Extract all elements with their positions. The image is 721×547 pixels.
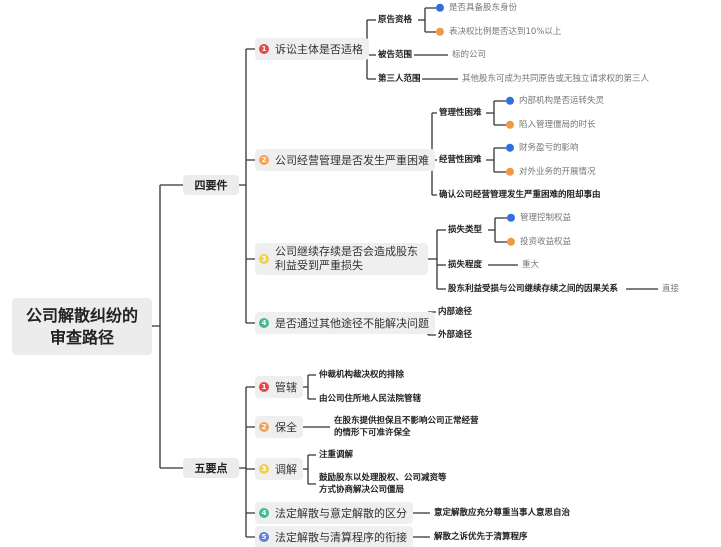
root-title-line1: 公司解散纠纷的	[25, 305, 138, 325]
blue-dot-icon	[506, 97, 514, 105]
leaf[interactable]: 其他股东可成为共同原告或无独立请求权的第三人	[462, 73, 650, 84]
blue-dot-icon	[436, 4, 444, 12]
number-5-icon: 5	[259, 532, 269, 542]
leaf-text: 对外业务的开展情况	[519, 166, 596, 177]
number-3-icon: 3	[259, 254, 269, 264]
five-item-2[interactable]: 2 保全	[255, 416, 303, 438]
defendant-scope[interactable]: 被告范围	[378, 49, 413, 60]
number-3-icon: 3	[259, 464, 269, 474]
four-item-2[interactable]: 2 公司经营管理是否发生严重困难	[255, 149, 435, 171]
causal-relationship[interactable]: 股东利益受损与公司继续存续之间的因果关系	[448, 283, 619, 294]
leaf[interactable]: 对外业务的开展情况	[506, 168, 596, 177]
leaf[interactable]: 直接	[662, 283, 680, 294]
number-2-icon: 2	[259, 155, 269, 165]
leaf[interactable]: 解散之诉优先于清算程序	[434, 532, 528, 542]
five-item-2-label: 保全	[275, 420, 297, 434]
orange-dot-icon	[507, 238, 515, 246]
third-party-scope[interactable]: 第三人范围	[378, 73, 421, 84]
management-difficulty[interactable]: 管理性困难	[439, 107, 482, 118]
leaf-text: 是否具备股东身份	[449, 2, 518, 13]
five-item-5-label: 法定解散与清算程序的衔接	[275, 530, 407, 544]
orange-dot-icon	[506, 121, 514, 129]
five-item-5[interactable]: 5 法定解散与清算程序的衔接	[255, 526, 413, 547]
four-item-4[interactable]: 4 是否通过其他途径不能解决问题	[255, 312, 435, 334]
five-item-4[interactable]: 4 法定解散与意定解散的区分	[255, 502, 413, 524]
leaf[interactable]: 是否具备股东身份	[436, 4, 517, 13]
operational-difficulty[interactable]: 经营性困难	[439, 154, 482, 165]
leaf[interactable]: 重大	[522, 259, 540, 270]
five-item-3[interactable]: 3 调解	[255, 458, 303, 480]
leaf-text: 内部机构是否运转失灵	[519, 95, 605, 106]
four-item-1[interactable]: 1 诉讼主体是否适格	[255, 38, 369, 60]
root-title-line2: 审查路径	[49, 327, 114, 347]
loss-degree[interactable]: 损失程度	[448, 259, 483, 270]
five-item-3-label: 调解	[275, 462, 297, 476]
leaf[interactable]: 意定解散应充分尊重当事人意思自治	[434, 508, 571, 518]
five-item-1-label: 管辖	[275, 380, 297, 394]
number-4-icon: 4	[259, 508, 269, 518]
external-route[interactable]: 外部途径	[438, 329, 473, 340]
four-item-1-label: 诉讼主体是否适格	[275, 42, 363, 56]
leaf[interactable]: 仲裁机构裁决权的排除	[319, 370, 405, 380]
four-item-2-label: 公司经营管理是否发生严重困难	[275, 153, 429, 167]
number-2-icon: 2	[259, 422, 269, 432]
orange-dot-icon	[506, 168, 514, 176]
leaf-text: 财务盈亏的影响	[519, 142, 579, 153]
leaf[interactable]: 表决权比例是否达到10%以上	[436, 28, 561, 37]
blue-dot-icon	[506, 144, 514, 152]
leaf[interactable]: 投资收益权益	[507, 238, 571, 247]
leaf-text: 投资收益权益	[520, 236, 572, 247]
leaf[interactable]: 陷入管理僵局的时长	[506, 121, 596, 130]
leaf-text: 表决权比例是否达到10%以上	[449, 26, 562, 37]
leaf[interactable]: 在股东提供担保且不影响公司正常经营的情形下可准许保全	[334, 416, 479, 438]
number-1-icon: 1	[259, 382, 269, 392]
blue-dot-icon	[507, 214, 515, 222]
number-1-icon: 1	[259, 44, 269, 54]
obstruction-reasons[interactable]: 确认公司经营管理发生严重困难的阻却事由	[439, 189, 601, 200]
internal-route[interactable]: 内部途径	[438, 306, 473, 317]
four-item-3[interactable]: 3 公司继续存续是否会造成股东利益受到严重损失	[255, 243, 428, 275]
leaf[interactable]: 由公司住所地人民法院管辖	[319, 394, 422, 404]
four-item-4-label: 是否通过其他途径不能解决问题	[275, 316, 429, 330]
leaf-text: 陷入管理僵局的时长	[519, 119, 596, 130]
leaf[interactable]: 注重调解	[319, 450, 354, 460]
plaintiff-qualification[interactable]: 原告资格	[378, 14, 413, 25]
root-node[interactable]: 公司解散纠纷的审查路径	[12, 298, 152, 355]
five-item-1[interactable]: 1 管辖	[255, 376, 303, 398]
leaf[interactable]: 内部机构是否运转失灵	[506, 97, 604, 106]
leaf-text: 管理控制权益	[520, 212, 572, 223]
loss-type[interactable]: 损失类型	[448, 224, 483, 235]
leaf[interactable]: 管理控制权益	[507, 214, 571, 223]
leaf[interactable]: 标的公司	[452, 49, 487, 60]
number-4-icon: 4	[259, 318, 269, 328]
four-elements-node[interactable]: 四要件	[183, 175, 239, 195]
five-item-4-label: 法定解散与意定解散的区分	[275, 506, 407, 520]
five-points-node[interactable]: 五要点	[183, 458, 239, 478]
leaf[interactable]: 财务盈亏的影响	[506, 144, 579, 153]
four-item-3-label: 公司继续存续是否会造成股东利益受到严重损失	[275, 245, 418, 272]
orange-dot-icon	[436, 28, 444, 36]
leaf[interactable]: 鼓励股东以处理股权、公司减资等方式协商解决公司僵局	[319, 473, 447, 495]
